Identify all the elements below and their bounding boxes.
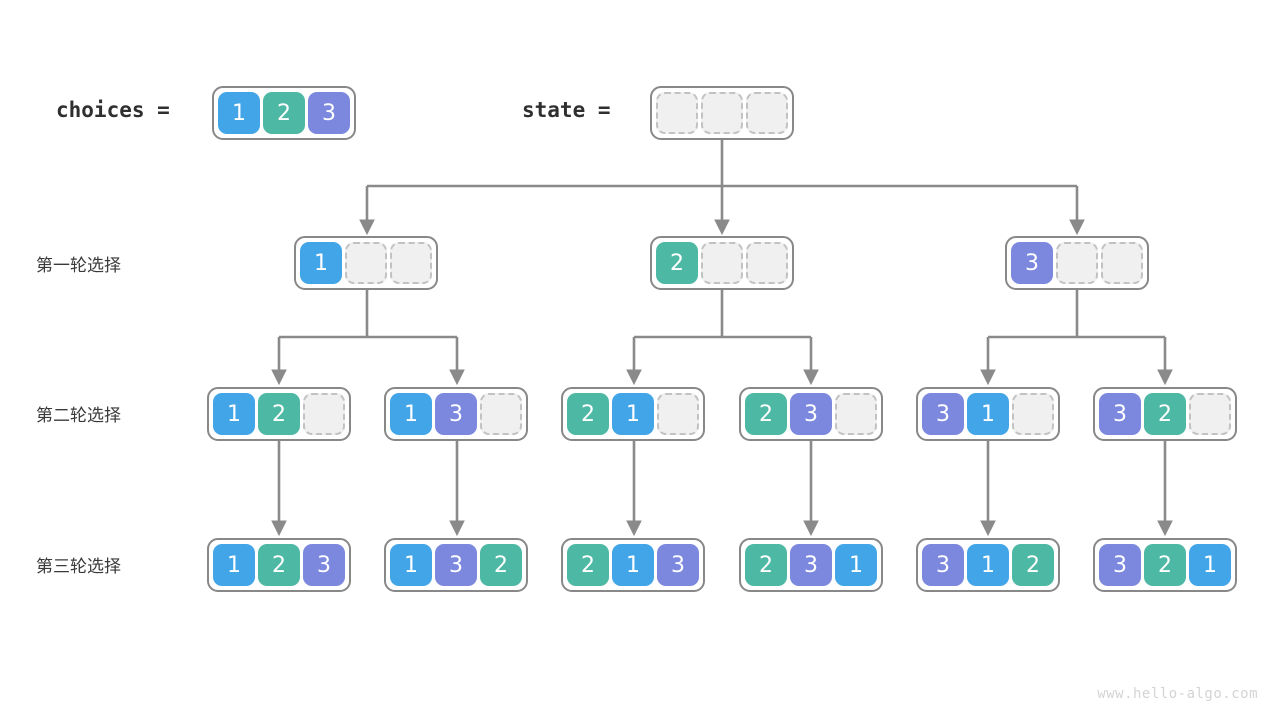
array-cell-value: 2	[656, 242, 698, 284]
array-cell-value: 2	[1144, 544, 1186, 586]
array-cell-value: 2	[745, 544, 787, 586]
array-cell-value: 3	[435, 544, 477, 586]
array-cell-value: 3	[657, 544, 699, 586]
array-cell-value: 3	[790, 393, 832, 435]
array-cell-value: 1	[390, 393, 432, 435]
array-cell-empty	[746, 242, 788, 284]
array-cell-value: 2	[567, 544, 609, 586]
round1-node-3: 3	[1005, 236, 1149, 290]
array-cell-empty	[480, 393, 522, 435]
row-label-round-1: 第一轮选择	[36, 256, 121, 275]
array-cell-empty	[1012, 393, 1054, 435]
array-cell-value: 3	[435, 393, 477, 435]
array-cell-value: 3	[922, 544, 964, 586]
array-cell-value: 3	[1099, 544, 1141, 586]
array-cell-value: 1	[1189, 544, 1231, 586]
array-cell-empty	[657, 393, 699, 435]
array-cell-value: 1	[612, 544, 654, 586]
watermark: www.hello-algo.com	[1097, 686, 1258, 702]
array-cell-value: 1	[967, 393, 1009, 435]
array-cell-empty	[303, 393, 345, 435]
array-cell-value: 1	[835, 544, 877, 586]
array-cell-value: 2	[1144, 393, 1186, 435]
array-cell-value: 3	[922, 393, 964, 435]
array-cell-value: 3	[1011, 242, 1053, 284]
array-cell-value: 3	[303, 544, 345, 586]
array-cell-value: 3	[790, 544, 832, 586]
array-cell-empty	[1056, 242, 1098, 284]
round1-node-1: 1	[294, 236, 438, 290]
array-cell-value: 2	[263, 92, 305, 134]
array-cell-empty	[345, 242, 387, 284]
array-cell-value: 2	[567, 393, 609, 435]
choices-label: choices =	[56, 98, 170, 122]
round1-node-2: 2	[650, 236, 794, 290]
array-cell-empty	[390, 242, 432, 284]
array-cell-value: 1	[218, 92, 260, 134]
state-label: state =	[522, 98, 611, 122]
row-label-round-2: 第二轮选择	[36, 406, 121, 425]
row-label-round-3: 第三轮选择	[36, 557, 121, 576]
array-cell-empty	[656, 92, 698, 134]
array-cell-value: 1	[967, 544, 1009, 586]
array-cell-value: 3	[1099, 393, 1141, 435]
array-cell-empty	[1189, 393, 1231, 435]
array-cell-value: 2	[1012, 544, 1054, 586]
array-cell-value: 1	[390, 544, 432, 586]
array-cell-value: 1	[300, 242, 342, 284]
array-cell-value: 2	[258, 544, 300, 586]
array-cell-empty	[701, 242, 743, 284]
state-array-node	[650, 86, 794, 140]
array-cell-value: 1	[213, 544, 255, 586]
array-cell-empty	[746, 92, 788, 134]
array-cell-value: 3	[308, 92, 350, 134]
array-cell-empty	[835, 393, 877, 435]
array-cell-value: 2	[480, 544, 522, 586]
array-cell-value: 1	[213, 393, 255, 435]
array-cell-empty	[1101, 242, 1143, 284]
array-cell-value: 2	[745, 393, 787, 435]
array-cell-empty	[701, 92, 743, 134]
array-cell-value: 1	[612, 393, 654, 435]
array-cell-value: 2	[258, 393, 300, 435]
